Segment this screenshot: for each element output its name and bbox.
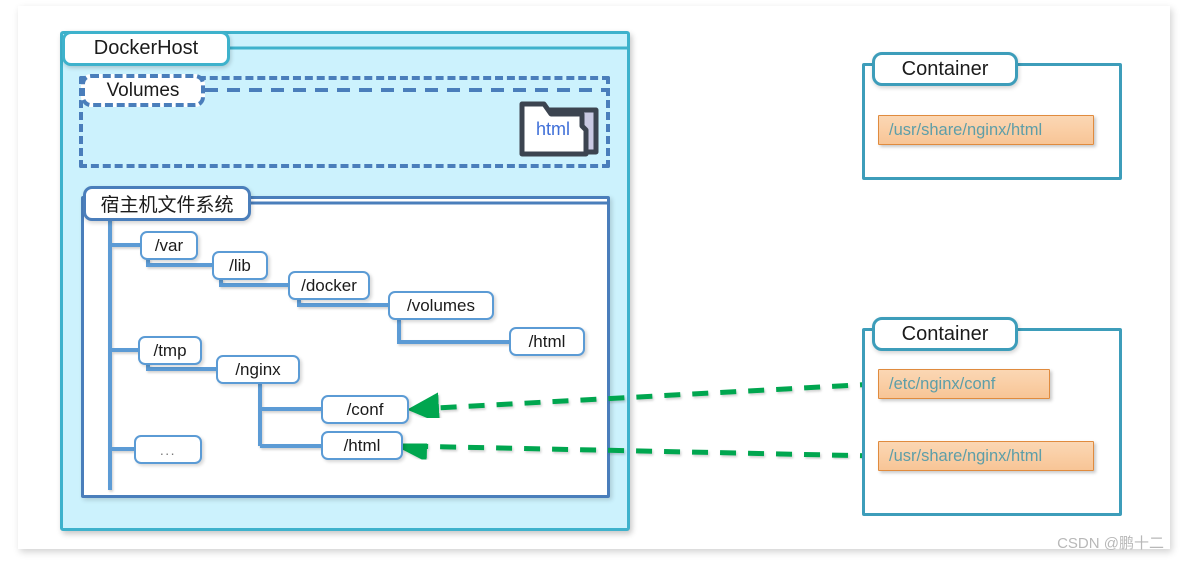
- tree-node-volumes[interactable]: /volumes: [388, 291, 494, 320]
- folder-glyph: [519, 101, 599, 157]
- tree-node-nginx[interactable]: /nginx: [216, 355, 300, 384]
- html-folder-icon[interactable]: html: [516, 96, 600, 162]
- tree-node-lib[interactable]: /lib: [212, 251, 268, 280]
- tree-node-docker[interactable]: /docker: [288, 271, 370, 300]
- tree-node-var[interactable]: /var: [140, 231, 198, 260]
- watermark: CSDN @鹏十二: [1057, 535, 1164, 552]
- tree-node-volumes-html[interactable]: /html: [509, 327, 585, 356]
- container-bottom-path-usr-share-nginx-html[interactable]: /usr/share/nginx/html: [878, 441, 1094, 471]
- container-top-path-usr-share-nginx-html[interactable]: /usr/share/nginx/html: [878, 115, 1094, 145]
- tree-node-nginx-html[interactable]: /html: [321, 431, 403, 460]
- tree-node-tmp[interactable]: /tmp: [138, 336, 202, 365]
- volumes-label: Volumes: [81, 74, 205, 107]
- tree-node-ellipsis[interactable]: ...: [134, 435, 202, 464]
- tree-node-conf[interactable]: /conf: [321, 395, 409, 424]
- host-filesystem-label: 宿主机文件系统: [83, 186, 251, 221]
- dockerhost-label: DockerHost: [62, 31, 230, 66]
- container-bottom-label: Container: [872, 317, 1018, 351]
- container-bottom-box: [862, 328, 1122, 516]
- container-bottom-path-etc-nginx-conf[interactable]: /etc/nginx/conf: [878, 369, 1050, 399]
- container-top-label: Container: [872, 52, 1018, 86]
